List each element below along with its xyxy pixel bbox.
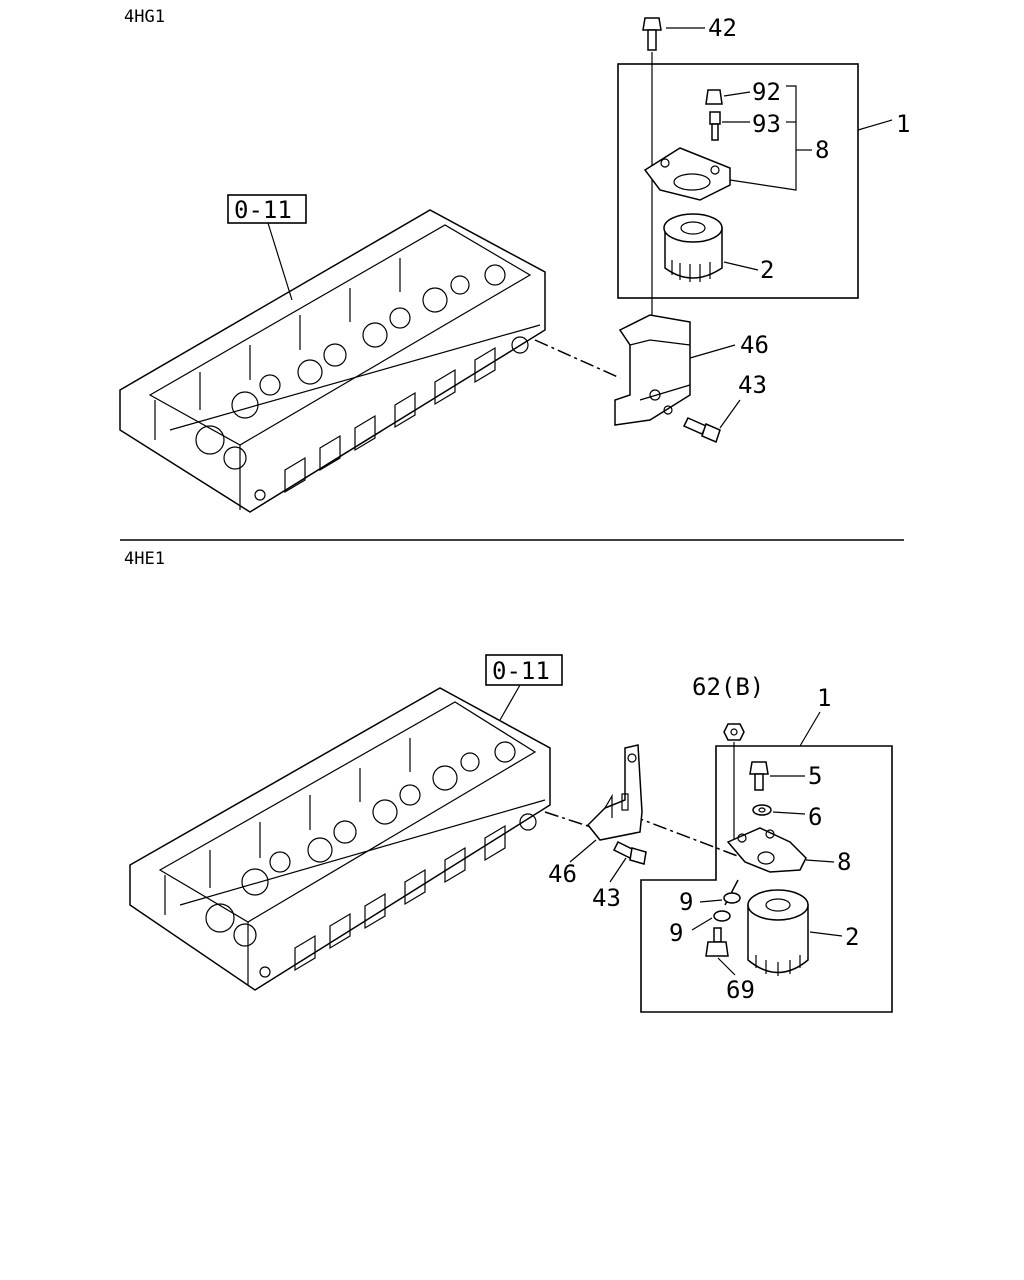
callout-69: 69	[726, 976, 755, 1004]
filter-head-top	[643, 147, 731, 201]
fitting-93	[709, 111, 721, 141]
callout-6: 6	[808, 803, 822, 831]
cylinder-head-bottom	[129, 687, 551, 991]
assembly-box-top	[617, 63, 859, 299]
bolt-43-bottom	[612, 840, 647, 865]
callout-93: 93	[752, 110, 781, 138]
callout-8-top: 8	[815, 136, 829, 164]
bolt-43-top	[682, 417, 721, 444]
oil-filter-bottom	[747, 889, 809, 976]
callout-43-top: 43	[738, 371, 767, 399]
washer-9a	[723, 892, 741, 904]
callout-8-bottom: 8	[837, 848, 851, 876]
section-header-4he1: 4HE1	[124, 549, 165, 569]
nut-62b	[723, 723, 745, 741]
bracket-46-bottom	[586, 744, 643, 841]
ref-box-top	[227, 194, 307, 224]
callout-62b: 62(B)	[692, 673, 764, 701]
bracket-46-top	[614, 314, 691, 426]
callout-1-top: 1	[896, 110, 910, 138]
bolt-69	[705, 927, 729, 957]
callout-2-bottom: 2	[845, 923, 859, 951]
filter-head-bottom	[726, 827, 807, 873]
ref-box-bottom-label: 0-11	[492, 657, 550, 685]
ref-box-top-label: 0-11	[234, 196, 292, 224]
callout-46-top: 46	[740, 331, 769, 359]
callout-9a: 9	[679, 888, 693, 916]
bolt-42-top	[642, 17, 662, 51]
oil-filter-top	[663, 213, 723, 282]
callout-9b: 9	[669, 919, 683, 947]
callout-46-bottom: 46	[548, 860, 577, 888]
callout-1-bottom: 1	[817, 684, 831, 712]
callout-42-top: 42	[708, 14, 737, 42]
cap-92	[705, 89, 723, 105]
callout-5: 5	[808, 762, 822, 790]
washer-6	[752, 804, 772, 816]
ref-box-bottom	[485, 654, 563, 686]
section-header-4hg1: 4HG1	[124, 7, 165, 27]
callout-92: 92	[752, 78, 781, 106]
callout-43-bottom: 43	[592, 884, 621, 912]
washer-9b	[713, 910, 731, 922]
callout-2-top: 2	[760, 256, 774, 284]
cylinder-head-top	[119, 209, 546, 513]
bolt-5	[749, 761, 769, 791]
assembly-box-bottom	[640, 745, 893, 1013]
